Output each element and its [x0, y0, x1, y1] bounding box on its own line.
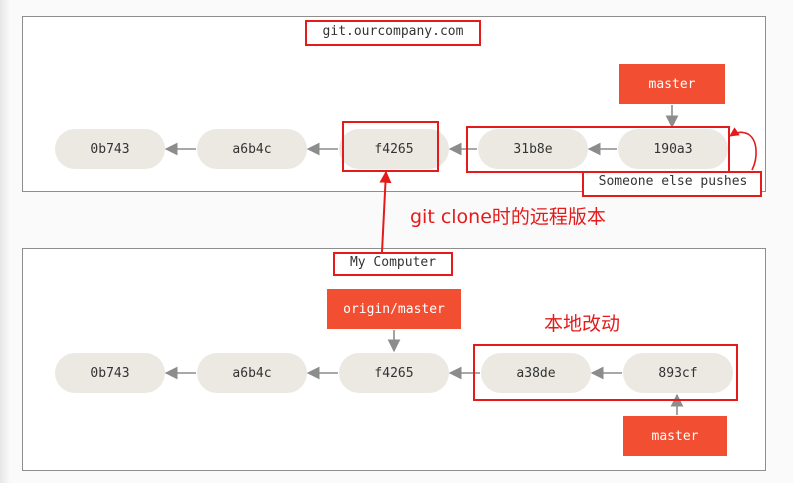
remote-f4265-highlight [342, 121, 439, 172]
remote-commit-5: 190a3 [618, 129, 728, 169]
local-changes-annotation: 本地改动 [544, 313, 621, 335]
remote-commit-4: 31b8e [478, 129, 588, 169]
local-label-highlight [333, 252, 453, 276]
remote-commit-1: 0b743 [55, 129, 165, 169]
remote-new-commits-highlight [466, 126, 730, 173]
remote-commit-3: f4265 [339, 129, 449, 169]
local-commit-5: 893cf [623, 353, 733, 393]
local-commit-2: a6b4c [197, 353, 307, 393]
page-edge-shade [0, 0, 10, 483]
local-changes-highlight [473, 344, 738, 401]
remote-commit-2: a6b4c [197, 129, 307, 169]
local-master-ref: master [623, 416, 727, 456]
local-commit-4: a38de [481, 353, 591, 393]
origin-master-ref: origin/master [327, 289, 461, 329]
clone-version-annotation: git clone时的远程版本 [410, 206, 606, 228]
local-commit-3: f4265 [339, 353, 449, 393]
remote-label-highlight [305, 20, 481, 46]
remote-repo-label: git.ourcompany.com [306, 21, 480, 45]
push-note-highlight [582, 171, 762, 197]
push-curve-arrow [729, 127, 757, 171]
local-commit-1: 0b743 [55, 353, 165, 393]
local-repo-label: My Computer [334, 252, 452, 276]
clone-version-arrow [379, 170, 392, 253]
push-note-label: Someone else pushes [584, 172, 762, 196]
remote-master-ref: master [619, 64, 725, 104]
